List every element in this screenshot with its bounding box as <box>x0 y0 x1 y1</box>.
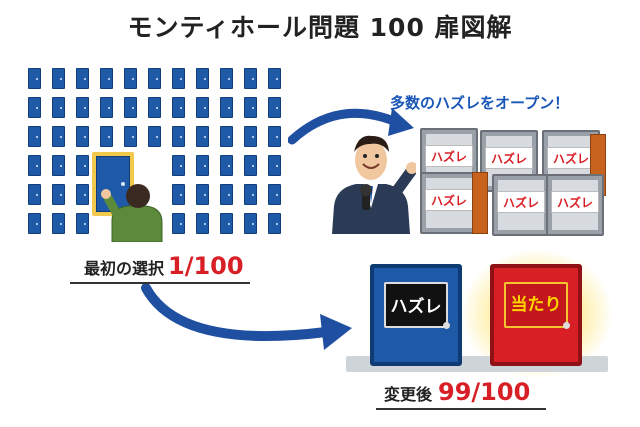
door-small <box>148 68 161 89</box>
door-small <box>196 68 209 89</box>
after-switch-underline <box>376 408 546 410</box>
door-small <box>172 68 185 89</box>
first-choice-label: 最初の選択 <box>84 259 165 278</box>
lose-panel: ハズレ <box>384 282 448 328</box>
door-small <box>52 126 65 147</box>
door-small <box>52 213 65 234</box>
first-choice-underline <box>70 282 250 284</box>
door-small <box>196 155 209 176</box>
door-small <box>76 97 89 118</box>
door-knob <box>563 322 570 329</box>
door-small <box>100 97 113 118</box>
door-small <box>244 184 257 205</box>
final-door-lose: ハズレ <box>370 264 462 366</box>
door-small <box>196 97 209 118</box>
door-small <box>28 126 41 147</box>
opened-door: ハズレ <box>420 172 478 234</box>
door-small <box>28 184 41 205</box>
door-small <box>100 68 113 89</box>
door-small <box>148 97 161 118</box>
door-small <box>220 155 233 176</box>
after-switch-value: 99/100 <box>438 378 531 406</box>
door-small <box>244 213 257 234</box>
door-small <box>220 184 233 205</box>
door-small <box>76 126 89 147</box>
door-small <box>196 213 209 234</box>
door-small <box>244 97 257 118</box>
door-small <box>268 184 281 205</box>
person-pointing-icon <box>101 184 163 242</box>
speech-text: 多数のハズレをオープン！ <box>390 94 570 112</box>
final-door-win: 当たり <box>490 264 582 366</box>
first-choice-value: 1/100 <box>168 252 244 280</box>
door-small <box>76 68 89 89</box>
door-grid <box>28 68 290 238</box>
after-switch-caption: 変更後 99/100 <box>384 378 530 406</box>
door-small <box>172 97 185 118</box>
curved-arrow-icon <box>288 108 414 145</box>
door-small <box>220 126 233 147</box>
door-small <box>100 126 113 147</box>
chosen-door <box>92 152 134 216</box>
door-small <box>196 184 209 205</box>
door-small <box>244 68 257 89</box>
door-small <box>220 213 233 234</box>
door-small <box>244 155 257 176</box>
door-small <box>268 97 281 118</box>
opened-door: ハズレ <box>492 174 550 236</box>
door-small <box>52 68 65 89</box>
door-small <box>28 155 41 176</box>
door-small <box>172 126 185 147</box>
door-small <box>268 213 281 234</box>
after-switch-label: 変更後 <box>384 385 433 404</box>
door-knob <box>443 322 450 329</box>
door-small <box>268 126 281 147</box>
door-small <box>268 68 281 89</box>
door-small <box>76 184 89 205</box>
door-small <box>172 213 185 234</box>
curved-arrow-icon <box>141 284 352 350</box>
door-small <box>52 97 65 118</box>
door-small <box>124 126 137 147</box>
door-small <box>28 68 41 89</box>
door-small <box>28 213 41 234</box>
door-small <box>52 155 65 176</box>
door-small <box>148 126 161 147</box>
page-title: モンティホール問題 100 扉図解 <box>127 13 513 42</box>
host-with-microphone-icon <box>332 135 416 234</box>
win-panel: 当たり <box>504 282 568 328</box>
door-small <box>220 97 233 118</box>
door-small <box>124 97 137 118</box>
door-leaf-wood <box>472 172 488 234</box>
door-small <box>172 184 185 205</box>
door-small <box>244 126 257 147</box>
door-small <box>76 155 89 176</box>
door-small <box>220 68 233 89</box>
door-small <box>76 213 89 234</box>
door-small <box>196 126 209 147</box>
door-small <box>268 155 281 176</box>
opened-door: ハズレ <box>546 174 604 236</box>
door-small <box>124 68 137 89</box>
door-small <box>28 97 41 118</box>
door-small <box>172 155 185 176</box>
door-small <box>52 184 65 205</box>
